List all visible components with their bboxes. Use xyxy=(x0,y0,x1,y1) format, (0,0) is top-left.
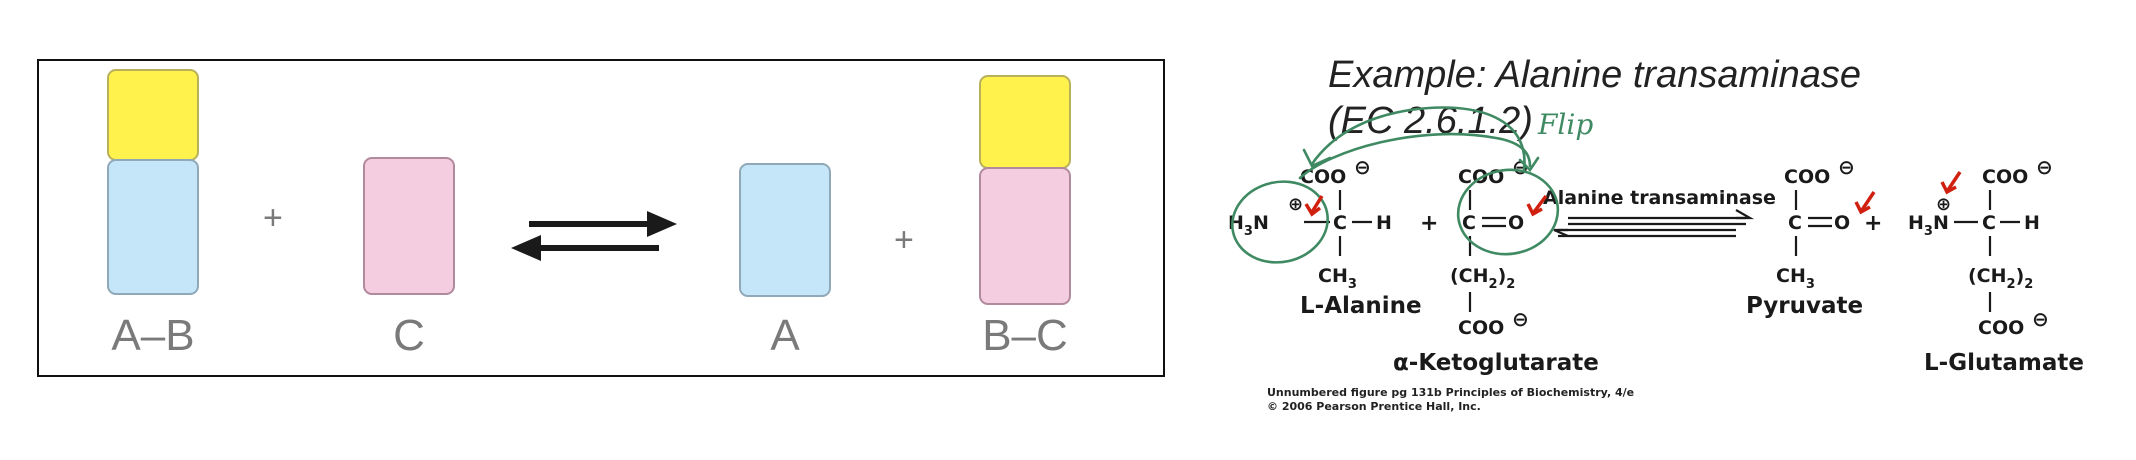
glutamate-structure: COO ⊖ H3N ⊕ C H (CH2)2 COO ⊖ L-Glutamate xyxy=(1908,155,2084,376)
glutamate-coo-bottom-text: COO xyxy=(1978,317,2024,339)
equilibrium-arrows xyxy=(511,211,677,261)
ketoglutarate-structure: COO ⊖ C O (CH2)2 COO ⊖ α-Ketoglutarate xyxy=(1393,155,1599,376)
group-c-block xyxy=(363,157,455,295)
pyruvate-name: Pyruvate xyxy=(1746,293,1863,319)
negative-charge-icon: ⊖ xyxy=(2032,307,2049,331)
keto-coo-bottom-text: COO xyxy=(1458,317,1504,339)
flip-arrow-path xyxy=(1298,132,1532,180)
credit-line2: © 2006 Pearson Prentice Hall, Inc. xyxy=(1267,400,1481,413)
equilibrium-arrow xyxy=(1553,209,1755,238)
amino-group-circle xyxy=(1231,180,1329,264)
ketoglutarate-name: α-Ketoglutarate xyxy=(1393,350,1599,376)
reactant-ab-label: A–B xyxy=(111,311,195,360)
red-arrow-icon xyxy=(1526,194,1548,217)
flip-arrow-path xyxy=(1310,106,1526,172)
positive-charge-icon: ⊕ xyxy=(1936,194,1951,215)
glutamate-name: L-Glutamate xyxy=(1924,350,2084,376)
product-c-block xyxy=(979,167,1071,305)
alanine-methyl-text: CH3 xyxy=(1318,265,1357,292)
negative-charge-icon: ⊖ xyxy=(1512,307,1529,331)
red-arrow-icon xyxy=(1854,191,1876,215)
alanine-coo-text: COO xyxy=(1300,166,1346,188)
red-arrows xyxy=(1304,171,1962,217)
red-arrow-icon xyxy=(1304,195,1324,217)
pyruvate-oxygen: O xyxy=(1834,212,1850,234)
negative-charge-icon: ⊖ xyxy=(1838,155,1855,179)
alanine-hydrogen: H xyxy=(1376,212,1392,234)
pyruvate-structure: COO ⊖ C O CH3 Pyruvate xyxy=(1746,155,1863,319)
flip-note: Flip xyxy=(1537,108,1593,141)
negative-charge-icon: ⊖ xyxy=(1354,155,1371,179)
plus-sign: + xyxy=(894,221,914,259)
transfer-scheme-panel: A–B + C A + B–C xyxy=(37,59,1165,377)
red-arrow-icon xyxy=(1940,171,1962,195)
alanine-name: L-Alanine xyxy=(1300,293,1422,319)
carbonyl-group-circle xyxy=(1456,168,1560,256)
alanine-alpha-carbon: C xyxy=(1333,212,1347,234)
glutamate-amino-text: H3N xyxy=(1908,212,1949,239)
keto-carbonyl-carbon: C xyxy=(1462,212,1476,234)
glutamate-methylene-text: (CH2)2 xyxy=(1968,265,2033,292)
plus-sign: + xyxy=(1864,211,1882,236)
keto-oxygen: O xyxy=(1508,212,1524,234)
pyruvate-methyl-text: CH3 xyxy=(1776,265,1815,292)
product-b-block xyxy=(979,75,1071,169)
glutamate-coo-text: COO xyxy=(1982,166,2028,188)
plus-sign: + xyxy=(263,199,283,237)
example-title-line1: Example: Alanine transaminase xyxy=(1328,54,1861,96)
keto-methylene-text: (CH2)2 xyxy=(1450,265,1515,292)
enzyme-label: Alanine transaminase xyxy=(1543,187,1776,209)
alanine-structure: COO ⊖ H3N ⊕ C H CH3 L-Alanine xyxy=(1228,155,1422,319)
credit-line1: Unnumbered figure pg 131b Principles of … xyxy=(1267,386,1635,399)
group-a-block xyxy=(107,159,199,295)
arrow-head-icon xyxy=(1518,156,1540,173)
glutamate-hydrogen: H xyxy=(2024,212,2040,234)
pyruvate-coo-text: COO xyxy=(1784,166,1830,188)
product-a-label: A xyxy=(770,311,800,360)
product-a-block xyxy=(739,163,831,297)
reactant-c-label: C xyxy=(393,311,425,360)
product-bc-label: B–C xyxy=(982,311,1068,360)
glutamate-alpha-carbon: C xyxy=(1982,212,1996,234)
handwritten-annotations: Flip xyxy=(1231,106,1593,264)
example-title: Example: Alanine transaminase (EC 2.6.1.… xyxy=(1328,52,2028,144)
figure-credit: Unnumbered figure pg 131b Principles of … xyxy=(1267,386,1634,414)
plus-sign: + xyxy=(1420,211,1438,236)
positive-charge-icon: ⊕ xyxy=(1288,194,1303,215)
group-b-block xyxy=(107,69,199,161)
negative-charge-icon: ⊖ xyxy=(2036,155,2053,179)
pyruvate-carbonyl-carbon: C xyxy=(1788,212,1802,234)
